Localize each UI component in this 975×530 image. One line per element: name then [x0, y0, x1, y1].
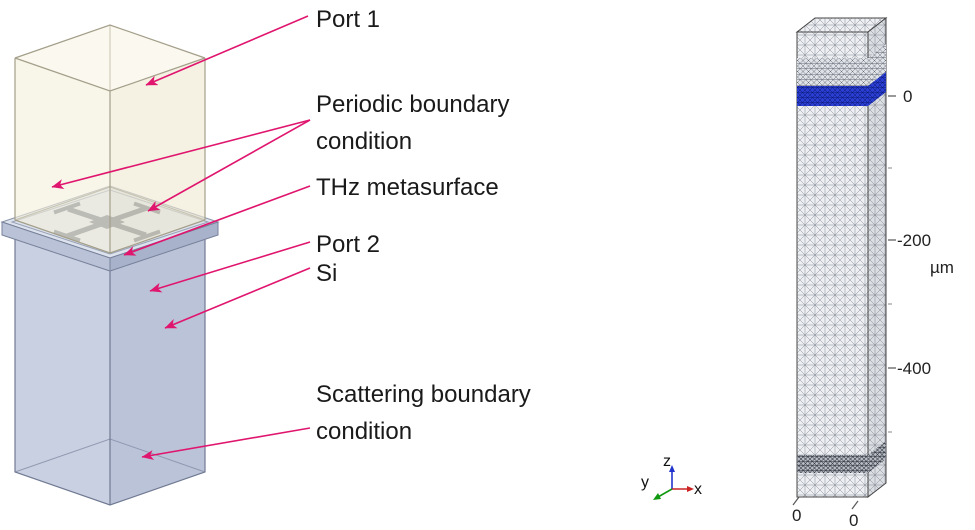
label-port-2: Port 2	[316, 231, 381, 258]
y-axis-arrowhead-icon	[653, 493, 661, 500]
leader-scattering	[141, 427, 311, 460]
z-tick-label-200: -200	[897, 231, 931, 250]
label-thz-metasurface: THz metasurface	[316, 174, 499, 201]
mesh-bottom-band-side-lines	[868, 441, 886, 473]
si-right-face	[110, 232, 205, 505]
label-port-1: Port 1	[316, 6, 381, 33]
mesh-bottom-band-front-lines	[797, 455, 868, 473]
label-periodic-boundary: Periodic boundary condition	[316, 91, 510, 156]
air-box	[14, 24, 206, 254]
metasurface-mesh-band-side-lines	[868, 72, 886, 106]
air-left-face	[15, 58, 110, 253]
z-tick-label-400: -400	[897, 359, 931, 378]
label-scattering-boundary: Scattering boundary condition	[316, 381, 531, 446]
leader-metasurface	[123, 185, 311, 256]
unit-cell-schematic	[0, 15, 311, 506]
base-tick-label-x0: 0	[792, 506, 801, 525]
leader-periodic-left	[51, 119, 311, 189]
mesh-column: 0 -200 µm -400 0 0	[792, 16, 954, 530]
base-ticks	[792, 496, 859, 510]
tick-base-right	[851, 500, 859, 510]
x-axis-label: x	[694, 481, 702, 498]
y-axis-label: y	[641, 474, 649, 491]
tick-base-left	[792, 496, 800, 506]
z-tick-label-0: 0	[903, 87, 912, 106]
unit-label: µm	[930, 258, 954, 277]
air-right-face	[110, 58, 205, 253]
coordinate-triad: y z x	[641, 453, 702, 500]
metasurface-mesh-band-front-lines	[797, 86, 868, 106]
label-si: Si	[316, 260, 338, 287]
leader-si	[164, 267, 311, 329]
mesh-side-shade	[868, 18, 886, 497]
leader-port2	[149, 241, 311, 293]
base-tick-label-y0: 0	[849, 511, 858, 530]
z-axis-ticks	[888, 95, 896, 433]
mesh-dense-band-front	[797, 58, 868, 86]
leader-periodic-right	[147, 119, 311, 212]
z-axis-arrowhead-icon	[669, 465, 675, 472]
air-outer-edges	[14, 24, 206, 254]
si-outer-edges	[14, 198, 206, 506]
x-axis-arrowhead-icon	[687, 486, 694, 492]
si-left-face	[15, 232, 110, 505]
z-axis-label: z	[663, 453, 671, 470]
y-axis-arrow	[657, 488, 673, 498]
leader-arrows	[51, 15, 311, 460]
leader-port1	[145, 15, 309, 86]
mesh-front-face	[796, 31, 869, 498]
